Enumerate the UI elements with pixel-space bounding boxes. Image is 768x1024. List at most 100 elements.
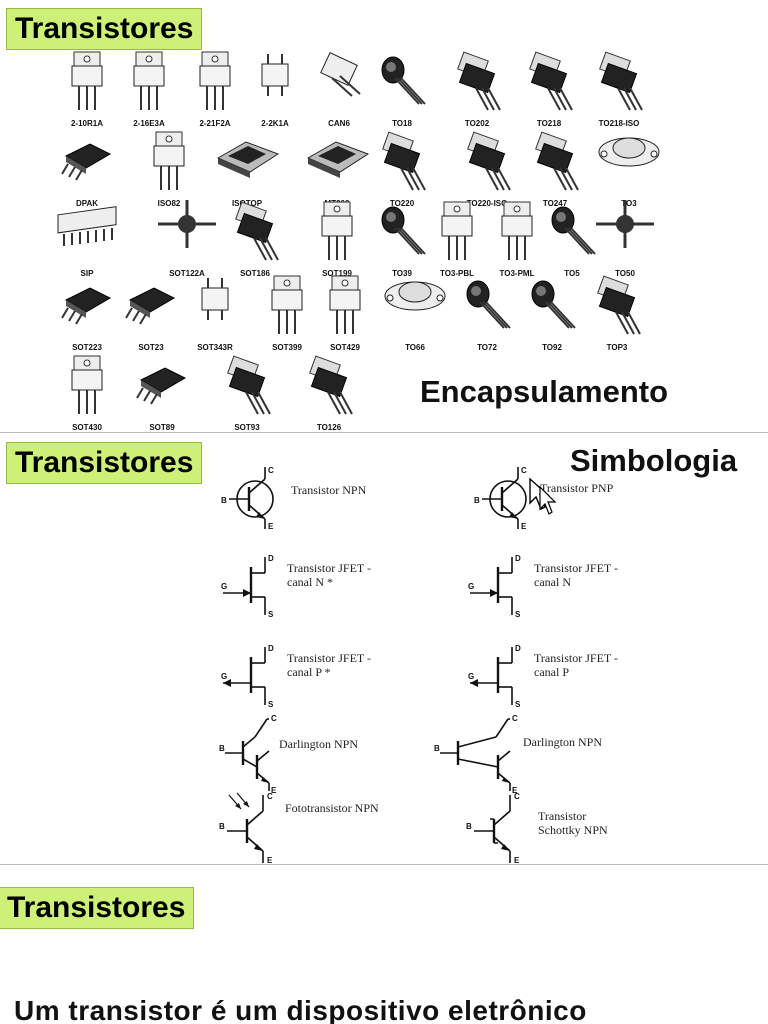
npn-symbol-icon: BCE	[221, 466, 274, 531]
package-label: TO126	[316, 423, 342, 432]
svg-text:D: D	[515, 554, 521, 563]
package-label: TO3-PBL	[439, 269, 475, 278]
package-label: SOT186	[240, 269, 270, 278]
svg-text:S: S	[515, 610, 521, 619]
package-dpak: DPAK	[50, 128, 124, 208]
svg-text:D: D	[515, 644, 521, 653]
to220-icon	[71, 51, 103, 110]
symbol-label: Fototransistor NPN	[285, 801, 379, 815]
svg-text:E: E	[512, 786, 518, 795]
package-label: 2-10R1A	[70, 119, 103, 128]
module-icon	[306, 141, 370, 178]
svg-text:C: C	[514, 792, 520, 801]
slide-divider	[0, 864, 768, 865]
package-top3: TOP3	[580, 272, 654, 352]
package-label: TO39	[392, 269, 412, 278]
svg-text:B: B	[434, 744, 440, 753]
symbol-label: Darlington NPN	[523, 735, 602, 749]
to220-icon	[271, 275, 303, 334]
svg-text:S: S	[268, 610, 274, 619]
package-label: TO18	[392, 119, 412, 128]
tab-icon	[529, 51, 573, 111]
package-sot199: SOT199	[300, 198, 374, 278]
package-sot122a: SOT122A	[150, 198, 224, 278]
slide-title: Transistores	[6, 8, 203, 50]
jfet-n-symbol-icon: G D S	[468, 554, 521, 619]
symbol-label: Transistor Schottky NPN	[538, 809, 608, 837]
package-sot430: SOT430	[50, 352, 124, 432]
section-heading: Encapsulamento	[420, 374, 669, 409]
package-label: TO92	[542, 343, 562, 352]
package-to3-pml: TO3-PML	[480, 198, 554, 278]
svg-text:B: B	[219, 822, 225, 831]
package-label: CAN6	[328, 119, 350, 128]
package-label: SOT23	[138, 343, 164, 352]
svg-text:C: C	[271, 715, 277, 723]
photo-symbol-icon: BCE	[219, 792, 273, 864]
package-can6: CAN6	[302, 48, 376, 128]
package-sot89: SOT89	[125, 352, 199, 432]
svg-text:C: C	[268, 466, 274, 475]
tab-icon	[597, 275, 641, 335]
sip-icon	[57, 206, 117, 246]
to92-icon	[381, 56, 426, 105]
tab-icon	[535, 131, 579, 191]
mouse-cursor-icon	[529, 477, 557, 515]
smd-icon	[201, 278, 229, 320]
package-to18: TO18	[365, 48, 439, 128]
package-label: SOT199	[322, 269, 352, 278]
package-sot93: SOT93	[210, 352, 284, 432]
package-2-21f2a: 2-21F2A	[178, 48, 252, 128]
svg-text:D: D	[268, 554, 274, 563]
symbol-label: Transistor JFET - canal N *	[287, 561, 372, 589]
package-label: SOT399	[272, 343, 302, 352]
package-to72: TO72	[450, 272, 524, 352]
cross-icon	[158, 200, 216, 248]
slide-divider	[0, 432, 768, 433]
package-iso82: ISO82	[132, 128, 206, 208]
slide-definicao: Transistores Um transistor é um disposit…	[0, 865, 768, 1024]
package-label: TO218	[536, 119, 562, 128]
darlington-symbol-icon: BCE	[219, 715, 277, 795]
dpak-icon	[61, 287, 112, 325]
to3-icon	[384, 281, 446, 311]
svg-text:C: C	[512, 715, 518, 723]
package-label: TO5	[564, 269, 580, 278]
dpak-icon	[61, 143, 112, 181]
dpak-icon	[125, 287, 176, 325]
package-label: SOT89	[149, 423, 175, 432]
package-label: TOP3	[606, 343, 628, 352]
symbol-label: Transistor NPN	[291, 483, 367, 497]
tab-icon	[227, 355, 271, 415]
svg-text:G: G	[468, 582, 474, 591]
package-label: SOT223	[72, 343, 102, 352]
package-to5: TO5	[535, 198, 609, 278]
package-label: TO3-PML	[499, 269, 535, 278]
package-to39: TO39	[365, 198, 439, 278]
package-label: TO220	[389, 199, 415, 208]
package-sip: SIP	[50, 198, 124, 278]
symbol-label: Transistor JFET - canal P *	[287, 651, 372, 679]
package-to218-iso: TO218-ISO	[582, 48, 656, 128]
to220-icon	[71, 355, 103, 414]
tab-icon	[235, 201, 279, 261]
symbol-label: Transistor JFET - canal N	[534, 561, 619, 589]
svg-text:G: G	[221, 672, 227, 681]
symbol-label: Transistor JFET - canal P	[534, 651, 619, 679]
symbol-jfet-n-2: G D S Transistor JFET - canal N *	[215, 553, 535, 633]
darlington2-symbol-icon: B C E	[434, 715, 518, 795]
dpak-icon	[136, 367, 187, 405]
package-label: SOT122A	[169, 269, 205, 278]
package-label: TO220-ISO	[466, 199, 508, 208]
symbol-label: Transistor PNP	[540, 481, 614, 495]
to220-icon	[153, 131, 185, 190]
slide-title: Transistores	[6, 442, 203, 484]
package-label: DPAK	[75, 199, 99, 208]
package-sot186: SOT186	[218, 198, 292, 278]
package-label: TO202	[464, 119, 490, 128]
